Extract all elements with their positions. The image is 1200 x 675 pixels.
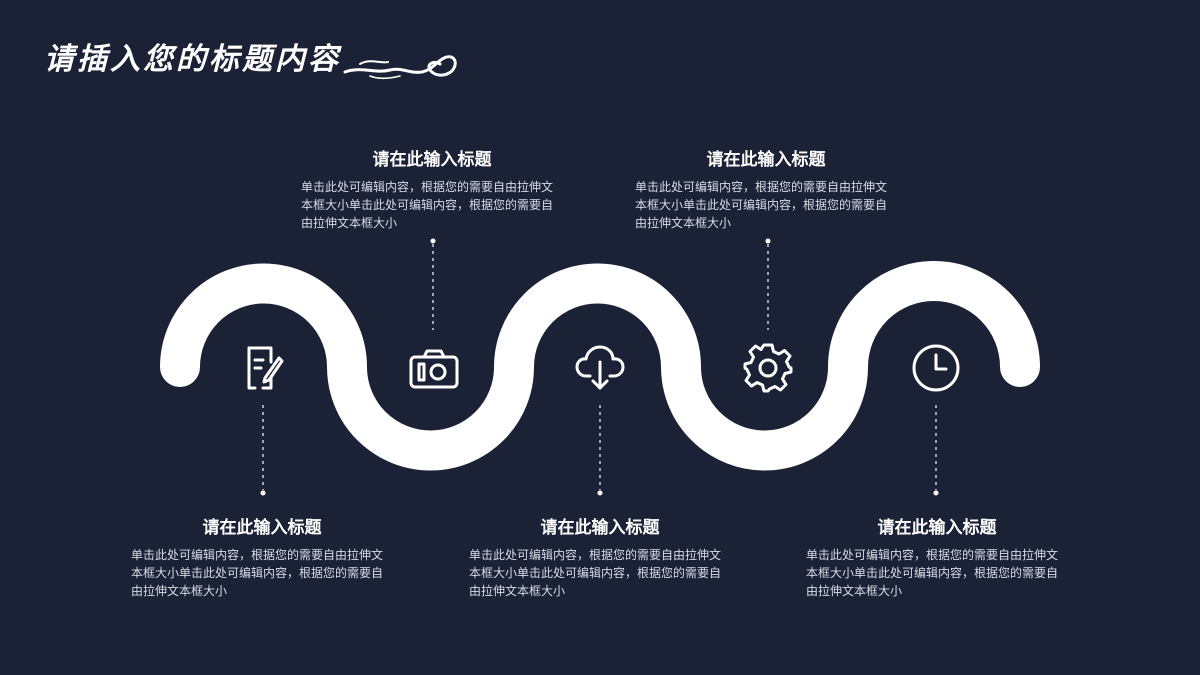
step-block-4: 请在此输入标题 单击此处可编辑内容，根据您的需要自由拉伸文本框大小单击此处可编辑… bbox=[635, 145, 897, 232]
step-body[interactable]: 单击此处可编辑内容，根据您的需要自由拉伸文本框大小单击此处可编辑内容，根据您的需… bbox=[635, 180, 888, 230]
step-heading[interactable]: 请在此输入标题 bbox=[706, 150, 826, 170]
connector-dot-2 bbox=[430, 238, 436, 244]
step-block-3: 请在此输入标题 单击此处可编辑内容，根据您的需要自由拉伸文本框大小单击此处可编辑… bbox=[469, 513, 731, 600]
cloud-download-icon bbox=[575, 345, 625, 390]
step-heading[interactable]: 请在此输入标题 bbox=[540, 518, 660, 538]
connector-dot-3 bbox=[597, 490, 603, 496]
cloud-ornament-icon bbox=[343, 55, 457, 80]
wave-path bbox=[160, 261, 1040, 471]
edit-icon bbox=[247, 346, 284, 390]
step-heading[interactable]: 请在此输入标题 bbox=[372, 150, 492, 170]
step-body[interactable]: 单击此处可编辑内容，根据您的需要自由拉伸文本框大小单击此处可编辑内容，根据您的需… bbox=[131, 548, 384, 598]
page-title: 请插入您的标题内容 bbox=[44, 42, 341, 77]
connector-dot-1 bbox=[260, 490, 266, 496]
step-block-2: 请在此输入标题 单击此处可编辑内容，根据您的需要自由拉伸文本框大小单击此处可编辑… bbox=[301, 145, 563, 232]
step-body[interactable]: 单击此处可编辑内容，根据您的需要自由拉伸文本框大小单击此处可编辑内容，根据您的需… bbox=[301, 180, 554, 230]
connector-dot-4 bbox=[765, 238, 771, 244]
clock-icon bbox=[912, 344, 960, 392]
step-block-5: 请在此输入标题 单击此处可编辑内容，根据您的需要自由拉伸文本框大小单击此处可编辑… bbox=[806, 513, 1068, 600]
gear-icon bbox=[743, 343, 793, 393]
camera-icon bbox=[409, 349, 459, 389]
connector-dot-5 bbox=[933, 490, 939, 496]
step-body[interactable]: 单击此处可编辑内容，根据您的需要自由拉伸文本框大小单击此处可编辑内容，根据您的需… bbox=[469, 548, 722, 598]
step-heading[interactable]: 请在此输入标题 bbox=[202, 518, 322, 538]
step-block-1: 请在此输入标题 单击此处可编辑内容，根据您的需要自由拉伸文本框大小单击此处可编辑… bbox=[131, 513, 393, 600]
step-heading[interactable]: 请在此输入标题 bbox=[877, 518, 997, 538]
step-body[interactable]: 单击此处可编辑内容，根据您的需要自由拉伸文本框大小单击此处可编辑内容，根据您的需… bbox=[806, 548, 1059, 598]
